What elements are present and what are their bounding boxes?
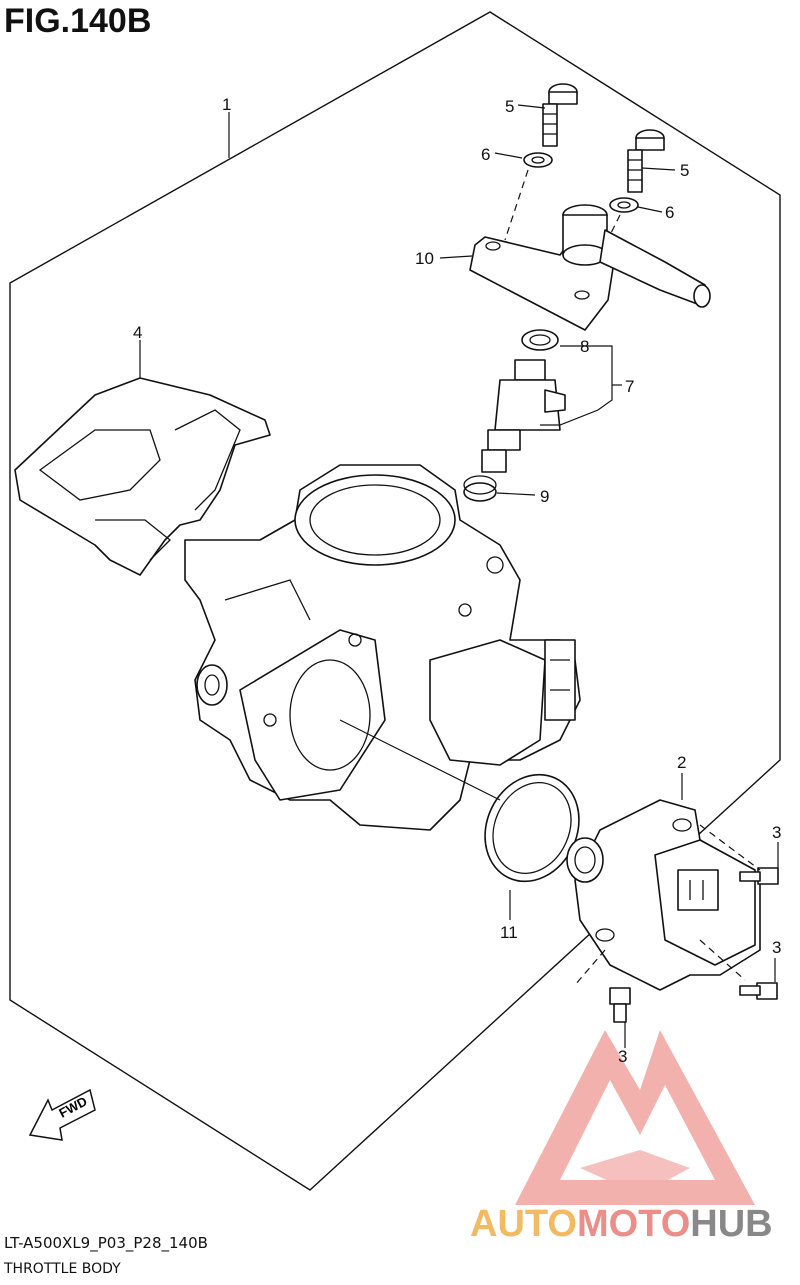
bolt-upper-right: [739, 867, 779, 885]
callout-8: 8: [580, 337, 589, 356]
fuel-injector: [481, 359, 566, 473]
callout-10: 10: [415, 249, 434, 268]
injector-seal: [463, 475, 497, 502]
bolt-bottom: [609, 987, 631, 1023]
callout-3: 3: [618, 1047, 627, 1066]
screw-right: [627, 129, 665, 193]
callout-6: 6: [481, 145, 490, 164]
callout-6: 6: [665, 203, 674, 222]
washer-left: [523, 152, 553, 168]
diagram-code: LT-A500XL9_P03_P28_140B: [4, 1234, 208, 1252]
callout-3: 3: [772, 823, 781, 842]
fwd-direction-badge: FWD: [28, 1088, 96, 1141]
assembly-frame: [9, 11, 781, 1191]
screw-left: [542, 83, 578, 147]
fuel-delivery-pipe: [469, 204, 711, 331]
callout-1: 1: [222, 95, 231, 114]
bolt-lower-right: [739, 982, 778, 1000]
washer-right: [609, 197, 639, 213]
callout-5: 5: [680, 161, 689, 180]
callout-2: 2: [677, 753, 686, 772]
callout-11: 11: [500, 923, 518, 942]
throttle-body: [184, 464, 581, 831]
diagram-caption: THROTTLE BODY: [4, 1261, 121, 1277]
idle-air-control-valve: [566, 799, 761, 991]
watermark-logo: [515, 1030, 755, 1205]
o-ring: [521, 329, 559, 351]
watermark-text: AUTOMOTOHUB: [470, 1203, 773, 1245]
throttle-cover: [14, 377, 271, 576]
callout-7: 7: [625, 377, 634, 396]
figure-title: FIG.140B: [4, 2, 152, 40]
callout-3: 3: [772, 938, 781, 957]
callout-5: 5: [505, 97, 514, 116]
callout-9: 9: [540, 487, 549, 506]
callout-4: 4: [133, 323, 142, 342]
